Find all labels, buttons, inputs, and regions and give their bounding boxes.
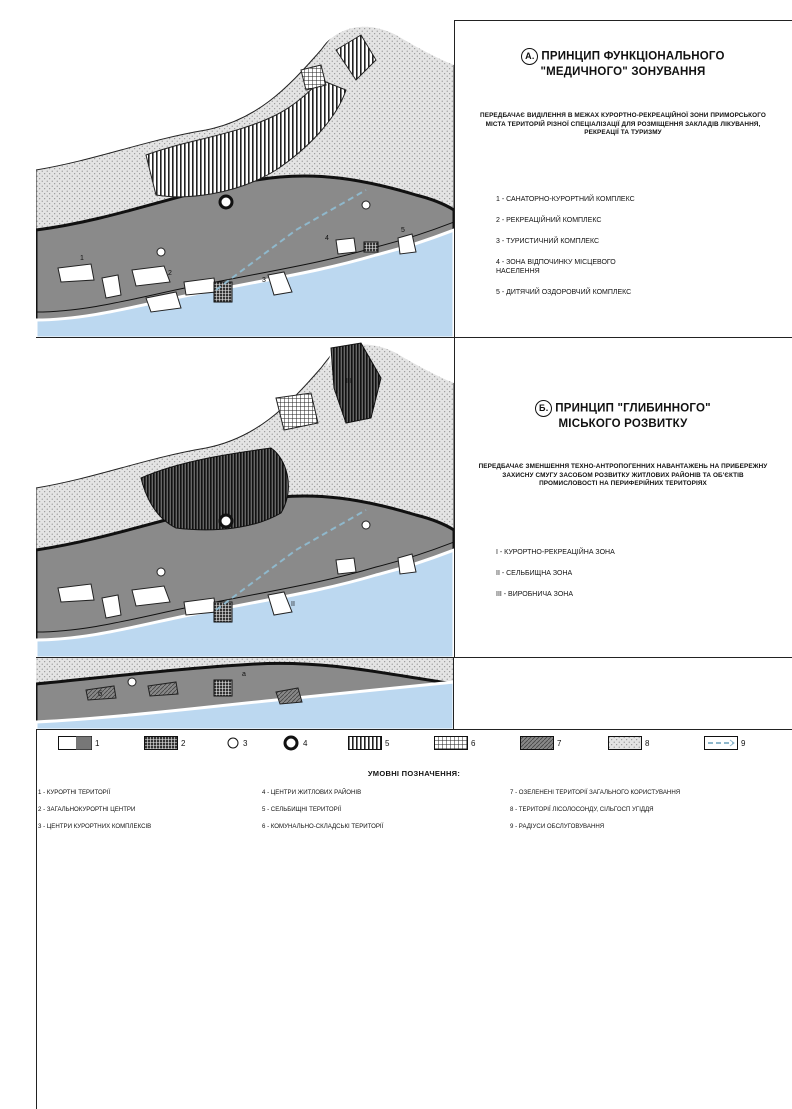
legend-swatch-4: 4	[282, 735, 308, 751]
map-a-label-5: 5	[401, 227, 405, 234]
legend-title: УМОВНІ ПОЗНАЧЕННЯ:	[367, 769, 461, 778]
panel-b-text: Б.ПРИНЦИП "ГЛИБИННОГО" МІСЬКОГО РОЗВИТКУ…	[454, 338, 792, 657]
legend-swatch-2: 2	[144, 736, 185, 750]
legend-swatch-1: 1	[58, 736, 99, 750]
panel-a-letter: А.	[521, 48, 539, 65]
panel-c-text-area	[454, 658, 792, 729]
panel-b-items: I - КУРОРТНО-РЕКРЕАЦІЙНА ЗОНА II - СЕЛЬБ…	[496, 548, 782, 611]
panel-a-description: ПЕРЕДБАЧАЄ ВИДІЛЕННЯ В МЕЖАХ КУРОРТНО-РЕ…	[480, 112, 766, 137]
legend-swatch-num: 3	[243, 738, 248, 748]
panel-b-title: Б.ПРИНЦИП "ГЛИБИННОГО" МІСЬКОГО РОЗВИТКУ	[454, 400, 792, 431]
panel-a-title-1: ПРИНЦИП ФУНКЦІОНАЛЬНОГО	[541, 50, 725, 63]
panel-b-description: ПЕРЕДБАЧАЄ ЗМЕНШЕННЯ ТЕХНО-АНТРОПОГЕННИХ…	[478, 463, 768, 488]
legend-entry: 2 - ЗАГАЛЬНОКУРОРТНІ ЦЕНТРИ	[38, 806, 136, 813]
panel-a-text: А.ПРИНЦИП ФУНКЦІОНАЛЬНОГО "МЕДИЧНОГО" ЗО…	[454, 20, 792, 337]
legend-swatch-num: 1	[95, 738, 100, 748]
panel-b-item: I - КУРОРТНО-РЕКРЕАЦІЙНА ЗОНА	[496, 549, 615, 556]
legend-col-1: 1 - КУРОРТНІ ТЕРИТОРІЇ 2 - ЗАГАЛЬНОКУРОР…	[38, 784, 151, 835]
legend-entry: 3 - ЦЕНТРИ КУРОРТНИХ КОМПЛЕКСІВ	[38, 823, 152, 830]
legend-swatch-num: 8	[645, 738, 650, 748]
map-a-label-1: 1	[80, 255, 84, 262]
legend-swatch-7: 7	[520, 736, 561, 750]
legend-swatch-3: 3	[226, 736, 247, 750]
panel-b-title-2: МІСЬКОГО РОЗВИТКУ	[558, 418, 688, 430]
panel-b-item: III - ВИРОБНИЧА ЗОНА	[496, 591, 573, 598]
panel-a-title: А.ПРИНЦИП ФУНКЦІОНАЛЬНОГО "МЕДИЧНОГО" ЗО…	[454, 48, 792, 79]
panel-a-item: 2 - РЕКРЕАЦІЙНИЙ КОМПЛЕКС	[496, 217, 602, 224]
panel-b-item: II - СЕЛЬБИЩНА ЗОНА	[496, 570, 573, 577]
legend-swatch-8: 8	[608, 736, 649, 750]
legend-swatch-num: 6	[471, 738, 476, 748]
legend-entry: 7 - ОЗЕЛЕНЕНІ ТЕРИТОРІЇ ЗАГАЛЬНОГО КОРИС…	[510, 789, 681, 796]
panel-a-item: 1 - САНАТОРНО-КУРОРТНИЙ КОМПЛЕКС	[496, 196, 635, 203]
map-a-svg: 1 2 3 4 5	[36, 20, 454, 337]
legend-entry: 5 - СЕЛЬБИЩНІ ТЕРИТОРІЇ	[262, 806, 342, 813]
legend-swatch-num: 2	[181, 738, 186, 748]
legend-swatch-num: 5	[385, 738, 390, 748]
legend-swatches: 1 2 3 4 5 6 7 8 9	[36, 730, 792, 758]
map-b-label-ii: II	[291, 601, 295, 608]
panel-a-item: 3 - ТУРИСТИЧНИЙ КОМПЛЕКС	[496, 238, 600, 245]
legend-entry: 6 - КОМУНАЛЬНО-СКЛАДСЬКІ ТЕРИТОРІЇ	[262, 823, 384, 830]
legend-entry: 1 - КУРОРТНІ ТЕРИТОРІЇ	[38, 789, 111, 796]
legend-entry: 8 - ТЕРИТОРІЇ ЛІСОЛОСОНДУ, СІЛЬГОСП УГІД…	[510, 806, 654, 813]
map-b-svg: I II III	[36, 338, 454, 657]
panel-b-letter: Б.	[535, 400, 553, 417]
legend-swatch-num: 4	[303, 738, 308, 748]
map-c-label-a-main: а	[242, 671, 246, 678]
panel-b-title-1: ПРИНЦИП "ГЛИБИННОГО"	[555, 402, 711, 415]
map-b-label-i: I	[216, 483, 218, 490]
map-b: I II III	[36, 338, 455, 657]
legend-swatch-num: 7	[557, 738, 562, 748]
map-a-label-3: 3	[262, 277, 266, 284]
panel-b: I II III Б.ПРИНЦИП "ГЛИБИННОГО" МІСЬКОГО…	[36, 338, 792, 658]
map-c-main-svg: б а	[36, 658, 453, 729]
legend-swatch-num: 9	[741, 738, 746, 748]
panel-a-item: 4 - ЗОНА ВІДПОЧИНКУ МІСЦЕВОГО НАСЕЛЕННЯ	[496, 259, 616, 275]
legend-swatch-5: 5	[348, 736, 389, 750]
panel-a-items: 1 - САНАТОРНО-КУРОРТНИЙ КОМПЛЕКС 2 - РЕК…	[496, 195, 782, 309]
legend-swatch-6: 6	[434, 736, 475, 750]
map-a: 1 2 3 4 5	[36, 20, 455, 337]
map-b-label-iii: III	[346, 378, 352, 385]
map-a-label-2: 2	[168, 270, 172, 277]
panel-a-title-2: "МЕДИЧНОГО" ЗОНУВАННЯ	[540, 66, 706, 78]
panel-a: 1 2 3 4 5 А.ПРИНЦИП ФУНКЦІОНАЛЬНОГО "МЕД…	[36, 20, 792, 338]
panel-c-main-body: б а	[36, 658, 792, 730]
legend-swatch-9: 9	[704, 736, 745, 750]
legend-entry: 9 - РАДІУСИ ОБСЛУГОВУВАННЯ	[510, 823, 605, 830]
panel-a-item: 5 - ДИТЯЧИЙ ОЗДОРОВЧИЙ КОМПЛЕКС	[496, 289, 632, 296]
legend-col-3: 7 - ОЗЕЛЕНЕНІ ТЕРИТОРІЇ ЗАГАЛЬНОГО КОРИС…	[510, 784, 680, 835]
map-c-main: б а	[36, 658, 454, 729]
map-c-label-b-main: б	[98, 690, 102, 698]
legend-col-2: 4 - ЦЕНТРИ ЖИТЛОВИХ РАЙОНІВ 5 - СЕЛЬБИЩН…	[262, 784, 383, 835]
map-a-label-4: 4	[325, 235, 329, 242]
legend-entry: 4 - ЦЕНТРИ ЖИТЛОВИХ РАЙОНІВ	[262, 789, 362, 796]
